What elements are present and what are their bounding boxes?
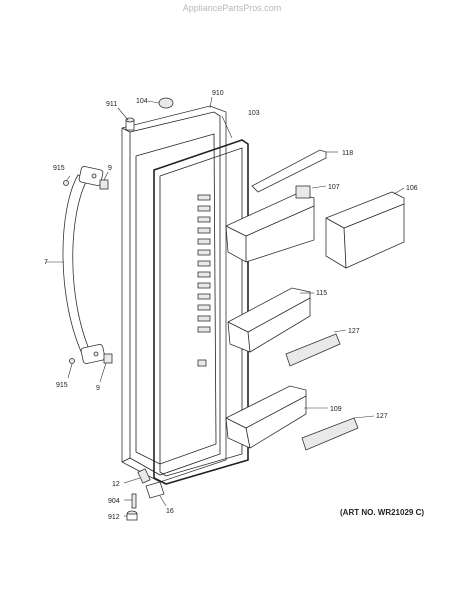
part-9-screw-top [99, 179, 109, 190]
callout-12: 12 [112, 481, 120, 488]
callout-16: 16 [166, 508, 174, 515]
part-915-screw-bottom [69, 358, 75, 364]
leader-lines [46, 96, 405, 517]
part-115-bin [227, 287, 311, 353]
part-9-screw-bottom [103, 353, 113, 364]
liner-ribs [197, 194, 211, 367]
watermark: AppliancePartsPros.com [182, 3, 282, 13]
part-915-screw-top [63, 180, 69, 186]
part-104-cap [158, 97, 174, 109]
part-127-trim-lower [301, 417, 359, 451]
art-number: (ART NO. WR21029 C) [340, 508, 425, 517]
part-107-bin [225, 185, 315, 263]
part-127-trim-upper [285, 333, 341, 367]
part-118-trim [251, 149, 327, 193]
door-handle [62, 166, 106, 364]
callout-915-bottom: 915 [56, 382, 68, 389]
callout-904: 904 [108, 498, 120, 505]
callout-9-bottom: 9 [96, 385, 100, 392]
callout-7: 7 [44, 259, 48, 266]
part-16-hinge [145, 481, 165, 499]
callout-104: 104 [136, 98, 148, 105]
part-912-cap [126, 510, 138, 521]
callout-109: 109 [330, 406, 342, 413]
part-106-bin [325, 191, 405, 269]
callout-107: 107 [328, 184, 340, 191]
callout-911: 911 [106, 101, 117, 108]
callout-106: 106 [406, 185, 418, 192]
part-109-bin [225, 385, 307, 449]
callout-127-upper: 127 [348, 328, 360, 335]
callout-912: 912 [108, 514, 120, 521]
part-911-pin [125, 117, 135, 131]
callout-115: 115 [316, 290, 327, 297]
callout-9-top: 9 [108, 165, 112, 172]
door-gasket [153, 139, 249, 485]
part-12-bushing [137, 468, 151, 484]
callout-910: 910 [212, 90, 224, 97]
callout-127-lower: 127 [376, 413, 388, 420]
part-904-pin [131, 493, 137, 509]
callout-103: 103 [248, 110, 260, 117]
callout-915-top: 915 [53, 165, 65, 172]
callout-118: 118 [342, 150, 353, 157]
